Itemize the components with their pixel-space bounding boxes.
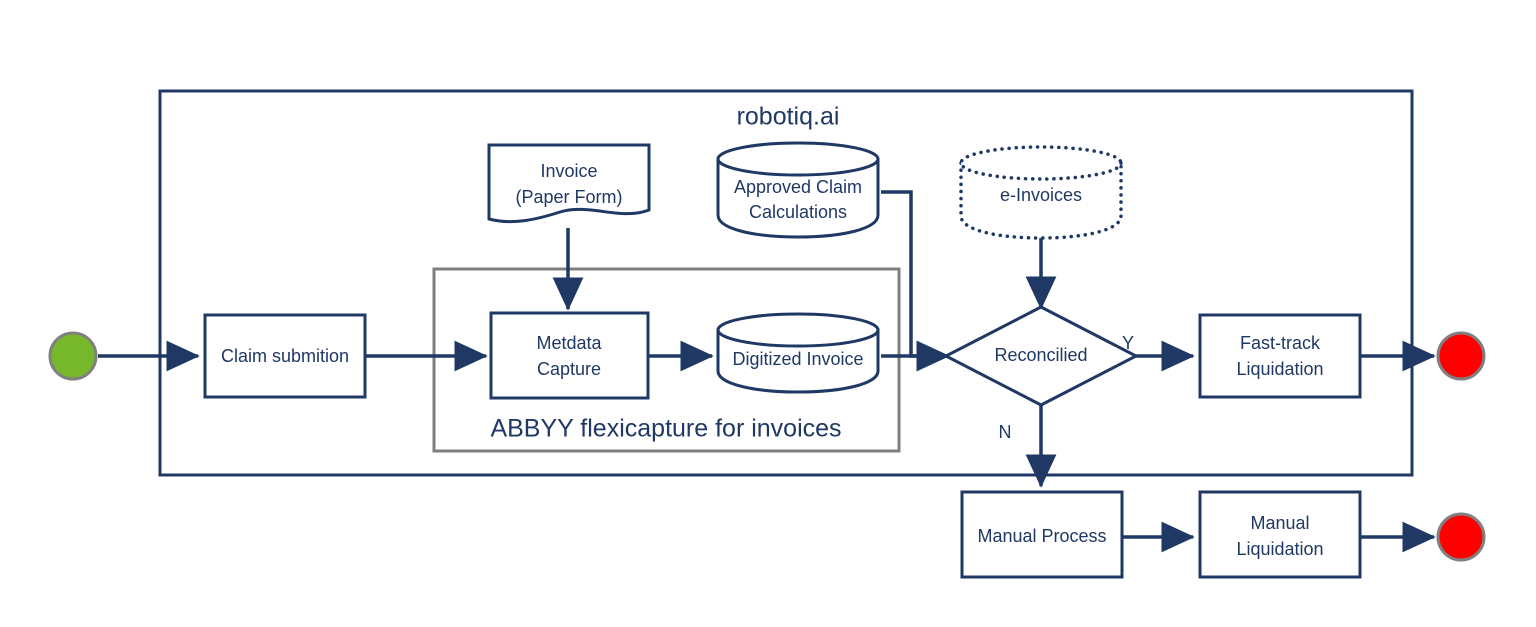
node-e-invoices-label: e-Invoices bbox=[1000, 185, 1082, 205]
node-metdata-capture[interactable] bbox=[489, 311, 650, 400]
robotiq-container bbox=[158, 89, 1414, 477]
edge-label-no: N bbox=[999, 422, 1012, 442]
node-fast-track-liquidation-label-line2: Liquidation bbox=[1236, 359, 1323, 379]
node-approved-claim-calculations-label-line1: Approved Claim bbox=[734, 177, 862, 197]
end-event-manual-circle[interactable] bbox=[1436, 512, 1486, 562]
node-fast-track-liquidation[interactable] bbox=[1198, 313, 1362, 399]
node-invoice-paper-form-label-line1: Invoice bbox=[540, 161, 597, 181]
node-approved-claim-calculations[interactable] bbox=[716, 141, 880, 239]
start-event-circle[interactable] bbox=[48, 331, 98, 381]
end-event-fast-track-circle[interactable] bbox=[1436, 331, 1486, 381]
node-invoice-paper-form[interactable] bbox=[487, 143, 651, 224]
node-fast-track-liquidation-label-line1: Fast-track bbox=[1240, 333, 1321, 353]
node-e-invoices[interactable] bbox=[959, 145, 1123, 240]
edge-label-yes: Y bbox=[1122, 333, 1134, 353]
node-manual-process[interactable] bbox=[960, 490, 1124, 579]
robotiq-title: robotiq.ai bbox=[737, 103, 840, 131]
node-manual-liquidation[interactable] bbox=[1198, 490, 1362, 579]
node-claim-submition-label: Claim submition bbox=[221, 346, 349, 366]
node-reconcilied-decision[interactable] bbox=[942, 305, 1140, 407]
abbyy-group-label: ABBYY flexicapture for invoices bbox=[490, 415, 841, 443]
node-manual-process-label: Manual Process bbox=[977, 526, 1106, 546]
edge-approved-to-reconcilied bbox=[881, 190, 950, 372]
node-claim-submition[interactable] bbox=[203, 313, 367, 399]
abbyy-container bbox=[432, 267, 901, 453]
node-manual-liquidation-label-line2: Liquidation bbox=[1236, 539, 1323, 559]
node-digitized-invoice-label: Digitized Invoice bbox=[732, 349, 863, 369]
node-digitized-invoice[interactable] bbox=[716, 312, 880, 394]
node-approved-claim-calculations-label-line2: Calculations bbox=[749, 202, 847, 222]
node-metdata-capture-label-line2: Capture bbox=[537, 359, 601, 379]
node-metdata-capture-label-line1: Metdata bbox=[536, 333, 602, 353]
node-manual-liquidation-label-line1: Manual bbox=[1250, 513, 1309, 533]
node-invoice-paper-form-label-line2: (Paper Form) bbox=[515, 187, 622, 207]
node-reconcilied-label: Reconcilied bbox=[994, 345, 1087, 365]
